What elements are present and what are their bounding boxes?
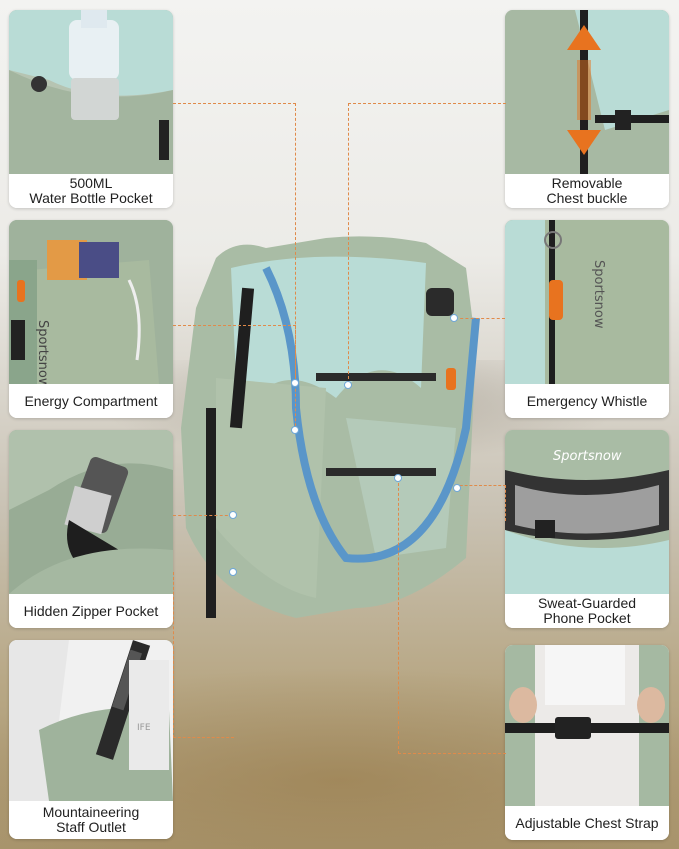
chest-buckle-photo xyxy=(505,10,669,174)
feature-card-phone-pocket: Sportsnow Sweat-Guarded Phone Pocket xyxy=(505,430,669,628)
feature-card-staff-outlet: IFE Mountaineering Staff Outlet xyxy=(9,640,173,839)
connector-phone xyxy=(455,485,506,521)
svg-text:Sportsnow: Sportsnow xyxy=(591,260,606,329)
hotspot-chest-buckle xyxy=(344,381,352,389)
hotspot-phone xyxy=(453,484,461,492)
svg-text:IFE: IFE xyxy=(137,723,151,733)
chest-buckle-caption: Removable Chest buckle xyxy=(505,174,669,208)
connector-whistle xyxy=(455,318,505,319)
staff-outlet-photo: IFE xyxy=(9,640,173,801)
connector-chest-buckle xyxy=(348,103,506,384)
feature-card-chest-buckle: Removable Chest buckle xyxy=(505,10,669,208)
hotspot-zipper xyxy=(229,511,237,519)
hotspot-whistle xyxy=(450,314,458,322)
chest-strap-photo xyxy=(505,645,669,806)
hidden-zipper-pocket-photo xyxy=(9,430,173,594)
connector-energy xyxy=(173,325,296,431)
feature-card-chest-strap: Adjustable Chest Strap xyxy=(505,645,669,840)
feature-card-energy-compartment: Sportsnow Energy Compartment xyxy=(9,220,173,418)
svg-text:Sportsnow: Sportsnow xyxy=(35,320,50,384)
hotspot-staff xyxy=(229,568,237,576)
feature-card-emergency-whistle: Sportsnow Emergency Whistle xyxy=(505,220,669,418)
phone-pocket-caption: Sweat-Guarded Phone Pocket xyxy=(505,594,669,628)
hotspot-water-bottle xyxy=(291,379,299,387)
water-bottle-pocket-photo xyxy=(9,10,173,174)
energy-compartment-caption: Energy Compartment xyxy=(9,384,173,418)
connector-staff xyxy=(173,572,234,738)
staff-outlet-caption: Mountaineering Staff Outlet xyxy=(9,801,173,839)
hotspot-chest-strap xyxy=(394,474,402,482)
phone-pocket-photo: Sportsnow xyxy=(505,430,669,594)
chest-strap-caption: Adjustable Chest Strap xyxy=(505,806,669,840)
connector-water-bottle xyxy=(173,103,296,384)
connector-zipper xyxy=(173,515,233,516)
connector-chest-strap xyxy=(398,478,506,754)
feature-card-hidden-zipper-pocket: Hidden Zipper Pocket xyxy=(9,430,173,628)
energy-compartment-photo: Sportsnow xyxy=(9,220,173,384)
emergency-whistle-photo: Sportsnow xyxy=(505,220,669,384)
emergency-whistle-caption: Emergency Whistle xyxy=(505,384,669,418)
feature-card-water-bottle-pocket: 500ML Water Bottle Pocket xyxy=(9,10,173,208)
hotspot-energy xyxy=(291,426,299,434)
water-bottle-pocket-caption: 500ML Water Bottle Pocket xyxy=(9,174,173,208)
hydration-vest-illustration xyxy=(181,236,480,619)
hidden-zipper-pocket-caption: Hidden Zipper Pocket xyxy=(9,594,173,628)
svg-text:Sportsnow: Sportsnow xyxy=(553,449,622,464)
